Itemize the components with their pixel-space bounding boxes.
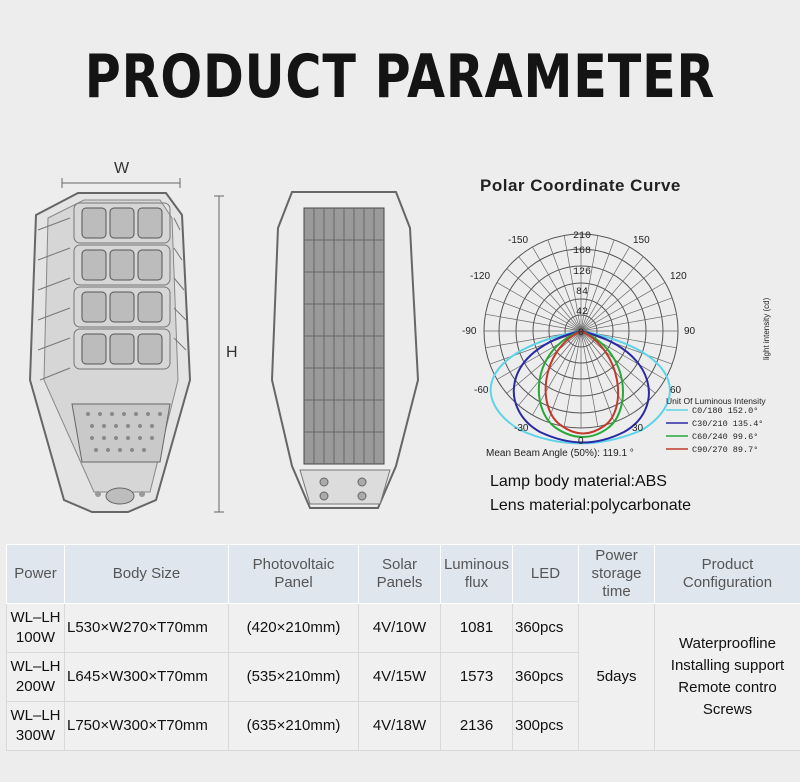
- polar-spoke: [580, 282, 666, 332]
- header-power: Power: [6, 544, 65, 604]
- angle-label-upper-left: -150: [508, 235, 528, 246]
- angle-label-bottom-left: -30: [514, 423, 529, 434]
- angle-label-lower-right: 60: [670, 385, 682, 396]
- polar-spoke: [580, 330, 599, 427]
- polar-spoke: [563, 235, 582, 332]
- angle-label-left: -90: [462, 326, 477, 337]
- intensity-axis-label: light intensity (cd): [762, 297, 771, 360]
- polar-spoke: [506, 330, 582, 394]
- cell-pv-panel: (635×210mm): [228, 701, 359, 751]
- polar-spoke: [496, 282, 582, 332]
- polar-chart-title: Polar Coordinate Curve: [480, 176, 681, 195]
- angle-label-upper-right: 150: [633, 235, 650, 246]
- angle-label-bottom: 0: [578, 436, 584, 447]
- unit-label: Unit Of Luminous Intensity: [666, 396, 766, 406]
- cell-flux: 1573: [440, 652, 513, 702]
- curve-c90-270: [544, 329, 620, 435]
- cell-storage-time: 5days: [578, 603, 655, 751]
- angle-label-mid-left: -120: [470, 271, 490, 282]
- polar-spoke: [547, 239, 582, 332]
- polar-spoke: [580, 330, 673, 365]
- cell-solar: 4V/15W: [358, 652, 441, 702]
- cell-solar: 4V/10W: [358, 603, 441, 653]
- cell-body-size: L645×W300×T70mm: [64, 652, 229, 702]
- angle-label-lower-left: -60: [474, 385, 489, 396]
- polar-spokes: [484, 234, 678, 428]
- legend-c60-240: C60/240 99.6°: [692, 432, 758, 442]
- cell-pv-panel: (420×210mm): [228, 603, 359, 653]
- polar-spoke: [547, 330, 582, 423]
- polar-spoke: [489, 297, 582, 332]
- polar-spoke: [485, 313, 582, 332]
- angle-label-mid-right: 120: [670, 271, 687, 282]
- angle-label-bottom-right: 30: [632, 423, 644, 434]
- polar-spoke: [580, 313, 677, 332]
- page-title: PRODUCT PARAMETER: [84, 42, 716, 112]
- polar-spoke: [518, 256, 582, 332]
- radial-label-0: 0: [578, 328, 584, 339]
- lamp-body-material: Lamp body material:ABS: [490, 473, 667, 490]
- radial-label-126: 126: [573, 267, 591, 278]
- cell-body-size: L750×W300×T70mm: [64, 701, 229, 751]
- radial-label-84: 84: [576, 287, 588, 298]
- polar-spoke: [580, 246, 630, 332]
- polar-spoke: [580, 239, 615, 332]
- radial-label-168: 168: [573, 246, 591, 257]
- header-body-size: Body Size: [64, 544, 229, 604]
- cell-led: 360pcs: [512, 652, 579, 702]
- curve-c30-210: [512, 329, 650, 444]
- cell-led: 300pcs: [512, 701, 579, 751]
- lens-material: Lens material:polycarbonate: [490, 497, 692, 514]
- beam-angle-label: Mean Beam Angle (50%): 119.1 °: [486, 448, 634, 459]
- legend-c90-270: C90/270 89.7°: [692, 445, 758, 455]
- polar-spoke: [580, 268, 656, 332]
- polar-spoke: [580, 330, 644, 406]
- cell-configuration: Waterproofline Installing support Remote…: [654, 603, 800, 751]
- width-label: W: [114, 160, 130, 177]
- polar-spoke: [563, 330, 582, 427]
- legend-c30-210: C30/210 135.4°: [692, 419, 763, 429]
- polar-spoke: [580, 256, 644, 332]
- cell-led: 360pcs: [512, 603, 579, 653]
- cell-pv-panel: (535×210mm): [228, 652, 359, 702]
- radial-label-210: 210: [573, 231, 591, 242]
- polar-spoke: [532, 246, 582, 332]
- curve-c0-180: [489, 329, 671, 445]
- polar-spoke: [580, 330, 615, 423]
- cell-flux: 1081: [440, 603, 513, 653]
- polar-spoke: [580, 330, 656, 394]
- polar-spoke: [506, 268, 582, 332]
- height-label: H: [226, 344, 238, 361]
- cell-flux: 2136: [440, 701, 513, 751]
- cell-body-size: L530×W270×T70mm: [64, 603, 229, 653]
- header-led: LED: [512, 544, 579, 604]
- polar-spoke: [580, 297, 673, 332]
- radial-label-42: 42: [576, 307, 588, 318]
- curve-c60-240: [537, 329, 624, 438]
- angle-label-right: 90: [684, 326, 696, 337]
- legend-c0-180: C0/180 152.0°: [692, 406, 758, 416]
- cell-solar: 4V/18W: [358, 701, 441, 751]
- polar-spoke: [580, 235, 599, 332]
- polar-spoke: [489, 330, 582, 365]
